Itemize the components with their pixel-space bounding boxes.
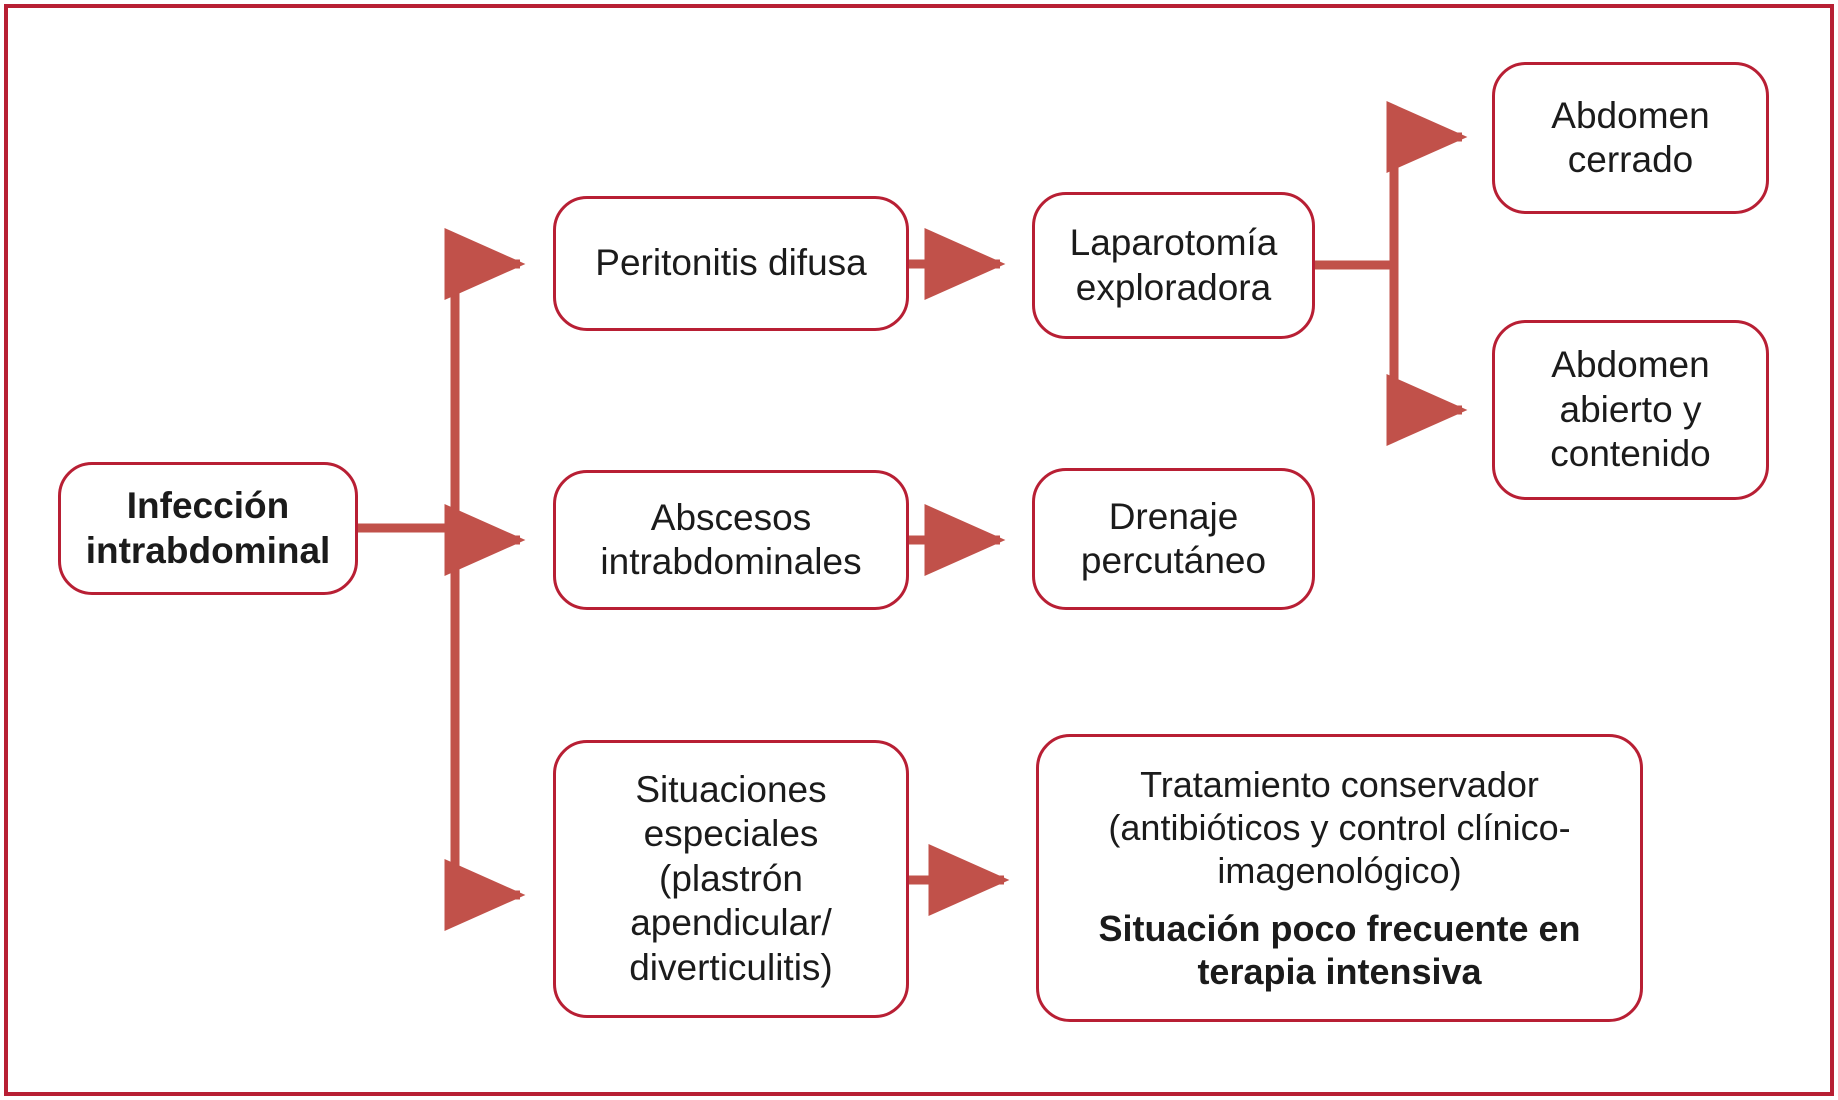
node-drenaje-percutaneo[interactable]: Drenaje percutáneo (1032, 468, 1315, 610)
node-peritonitis-difusa[interactable]: Peritonitis difusa (553, 196, 909, 331)
node-abscesos-label: Abscesos intrabdominales (600, 496, 862, 582)
node-infeccion-label: Infección intrabdominal (85, 485, 331, 571)
node-tratamiento-description: Tratamiento conservador (antibióticos y … (1108, 764, 1571, 892)
node-abscesos-intrabdominales[interactable]: Abscesos intrabdominales (553, 470, 909, 610)
node-situaciones-label: Situaciones especiales (plastrón apendic… (629, 769, 833, 988)
node-drenaje-label: Drenaje percutáneo (1080, 495, 1267, 581)
node-abdomen-abierto-label: Abdomen abierto y contenido (1550, 344, 1711, 475)
node-laparotomia-exploradora[interactable]: Laparotomía exploradora (1032, 192, 1315, 339)
node-laparotomia-label: Laparotomía exploradora (1069, 222, 1278, 308)
node-infeccion-intrabdominal[interactable]: Infección intrabdominal (58, 462, 358, 595)
node-abdomen-abierto-y-contenido[interactable]: Abdomen abierto y contenido (1492, 320, 1769, 500)
node-tratamiento-stack: Tratamiento conservador (antibióticos y … (1053, 763, 1626, 993)
edge-infeccion-trunk (358, 264, 460, 895)
node-situaciones-especiales[interactable]: Situaciones especiales (plastrón apendic… (553, 740, 909, 1018)
node-peritonitis-label: Peritonitis difusa (595, 242, 867, 284)
node-abdomen-cerrado-label: Abdomen cerrado (1551, 94, 1710, 180)
node-tratamiento-note: Situación poco frecuente en terapia inte… (1098, 907, 1581, 992)
edge-laparotomia-split-trunk (1315, 137, 1399, 410)
node-abdomen-cerrado[interactable]: Abdomen cerrado (1492, 62, 1769, 214)
node-tratamiento-conservador[interactable]: Tratamiento conservador (antibióticos y … (1036, 734, 1643, 1022)
